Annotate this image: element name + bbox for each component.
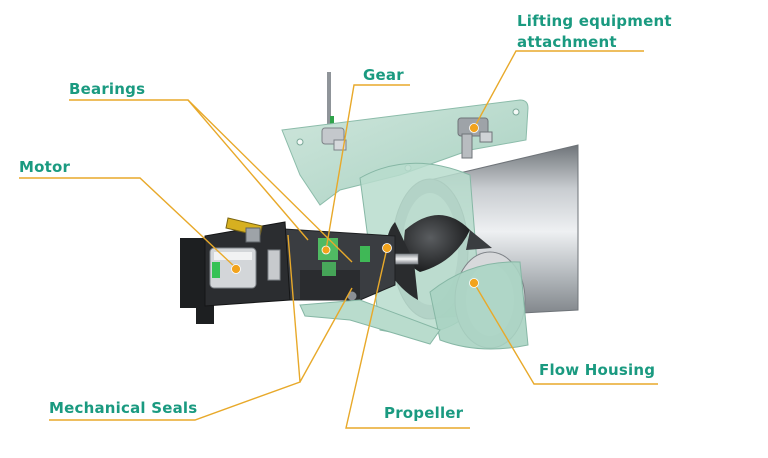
leader-line-bearings-b xyxy=(187,99,353,263)
leader-line-flow-housing xyxy=(473,282,658,385)
label-mechanical-seals: Mechanical Seals xyxy=(49,399,198,417)
marker-motor xyxy=(231,264,241,274)
leader-line-seals-b xyxy=(299,287,353,383)
marker-propeller xyxy=(382,243,392,253)
marker-lifting xyxy=(469,123,479,133)
leader-line-gear xyxy=(325,84,410,251)
label-propeller: Propeller xyxy=(384,404,464,422)
leader-line-motor xyxy=(19,177,237,269)
cable-gland xyxy=(225,217,263,243)
marker-dots xyxy=(231,123,479,288)
marker-flow-housing xyxy=(469,278,479,288)
pole-clamp xyxy=(321,127,347,151)
label-gear: Gear xyxy=(363,66,404,84)
leader-lines xyxy=(19,50,658,429)
gearbox-housing xyxy=(267,227,396,302)
leader-line-propeller xyxy=(345,247,470,429)
leader-line-bearings xyxy=(69,99,309,241)
leader-line-seals-a xyxy=(49,234,301,421)
leader-line-lifting xyxy=(473,50,644,129)
label-bearings: Bearings xyxy=(69,80,146,98)
label-lifting-equipment-line1: Lifting equipment xyxy=(517,12,672,30)
motor-body xyxy=(180,221,291,324)
label-flow-housing: Flow Housing xyxy=(539,361,656,379)
label-lifting-equipment-line2: attachment xyxy=(517,33,617,51)
label-motor: Motor xyxy=(19,158,71,176)
marker-gear xyxy=(321,245,331,255)
